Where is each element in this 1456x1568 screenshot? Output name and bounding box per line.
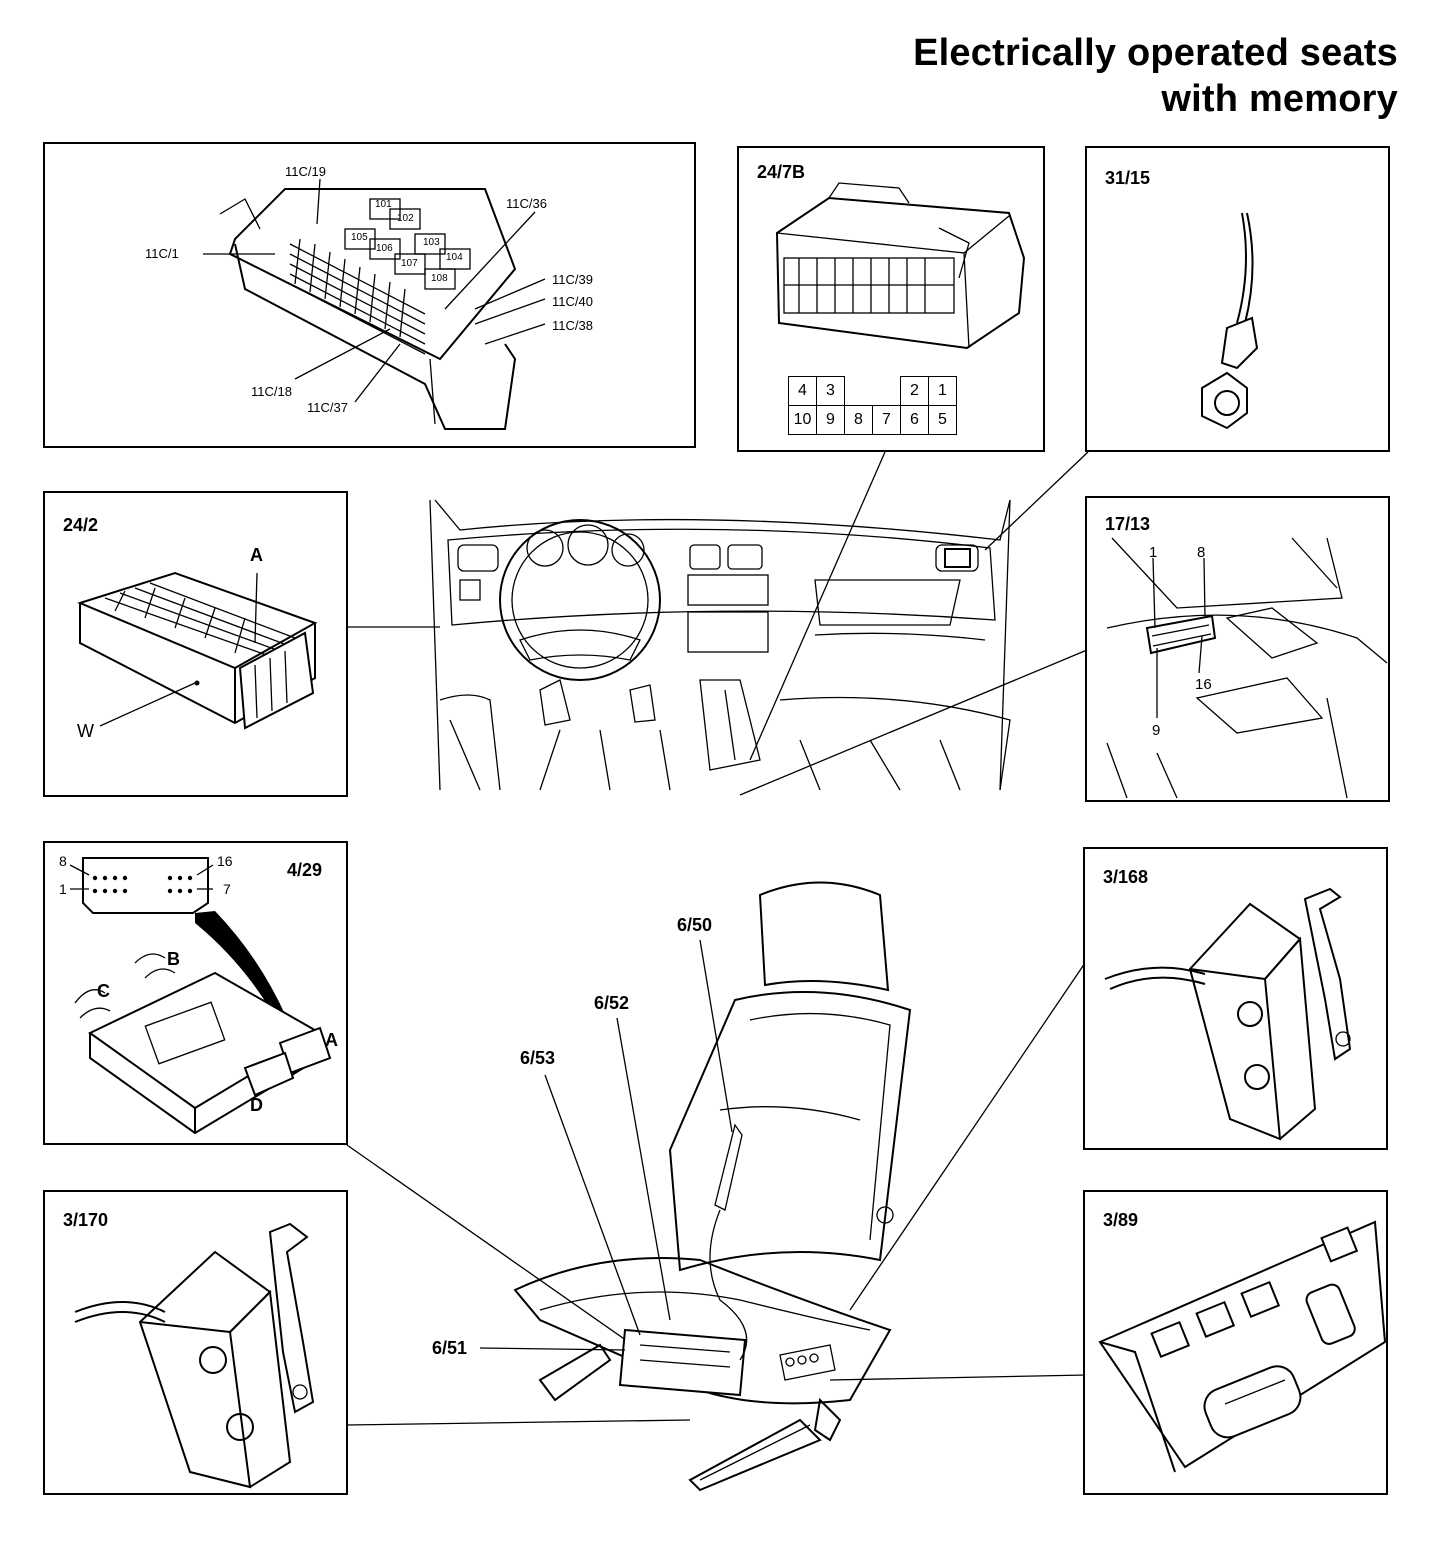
pin-cell: 8 (844, 405, 873, 435)
connector-a: A (325, 1030, 338, 1050)
switch-3-89-panel: 3/89 (1083, 1190, 1388, 1495)
module-24-2-panel: 24/2 A W (43, 491, 348, 797)
leader-lines (346, 451, 1089, 1426)
pin-cell: 10 (788, 405, 817, 435)
memory-switch-panel-drawing (1098, 1220, 1387, 1473)
pin-1-label: 1 (59, 881, 67, 897)
panel-label-17-13: 17/13 (1105, 514, 1151, 534)
control-unit-drawing (69, 857, 332, 1135)
module-drawing (77, 571, 318, 730)
label-11c-37: 11C/37 (307, 400, 348, 415)
fuse-box-drawing (203, 178, 546, 430)
connector-c: C (97, 981, 110, 1001)
pin-cell: 7 (872, 405, 901, 435)
switch-drawing (1104, 887, 1352, 1141)
relay-102: 102 (397, 213, 414, 224)
pin-cell: 1 (928, 376, 957, 406)
dashboard-drawing (429, 499, 1011, 791)
relay-101: 101 (375, 199, 392, 210)
label-11c-18: 11C/18 (251, 384, 292, 399)
ground-31-15-panel: 31/15 (1085, 146, 1390, 452)
seat-label-6-53: 6/53 (520, 1048, 556, 1068)
pin-cell: 6 (900, 405, 929, 435)
switch-drawing (74, 1222, 315, 1489)
diag-17-13-panel: 17/13 1 8 9 16 (1085, 496, 1390, 802)
switch-3-168-panel: 3/168 (1083, 847, 1388, 1150)
connector-24-7b-panel: 24/7B 4 3 2 1 10 9 8 7 6 5 (737, 146, 1045, 452)
seat-label-6-50: 6/50 (677, 915, 713, 935)
label-11c-39: 11C/39 (552, 272, 593, 287)
pin-1-label: 1 (1149, 544, 1158, 561)
label-11c-40: 11C/40 (552, 294, 593, 309)
pin-7-label: 7 (223, 881, 231, 897)
connector-d: D (250, 1095, 263, 1115)
switch-3-170-panel: 3/170 (43, 1190, 348, 1495)
title-line-1: Electrically operated seats (913, 32, 1398, 74)
panel-label-3-170: 3/170 (63, 1210, 109, 1230)
label-11c-38: 11C/38 (552, 318, 593, 333)
panel-label-4-29: 4/29 (287, 860, 323, 880)
fuse-box-panel: 11C/19 11C/36 11C/1 11C/39 11C/40 11C/38… (43, 142, 696, 448)
panel-label-3-89: 3/89 (1103, 1210, 1139, 1230)
panel-label-31-15: 31/15 (1105, 168, 1151, 188)
label-11c-19: 11C/19 (285, 164, 326, 179)
pin-9-label: 9 (1152, 722, 1161, 739)
obd-connector-drawing (1106, 537, 1388, 799)
title-line-2: with memory (1161, 78, 1398, 120)
fuse-rows (289, 238, 426, 355)
connector-b: B (167, 949, 180, 969)
pin-16-label: 16 (217, 853, 233, 869)
connector-drawing (775, 182, 1026, 350)
relay-107: 107 (401, 258, 418, 269)
seat-label-6-51: 6/51 (432, 1338, 468, 1358)
relay-108: 108 (431, 273, 448, 284)
pin-8-label: 8 (1197, 544, 1206, 561)
marker-a: A (250, 545, 263, 565)
label-11c-36: 11C/36 (506, 196, 547, 211)
seat-drawing (513, 881, 912, 1492)
marker-w: W (77, 721, 94, 741)
relay-105: 105 (351, 232, 368, 243)
panel-label-24-2: 24/2 (63, 515, 99, 535)
pin-layout-grid: 4 3 2 1 10 9 8 7 6 5 (788, 376, 957, 435)
ground-terminal-drawing (1201, 212, 1259, 430)
label-11c-1: 11C/1 (145, 246, 179, 261)
relay-104: 104 (446, 252, 463, 263)
panel-label-3-168: 3/168 (1103, 867, 1149, 887)
seat-label-6-52: 6/52 (594, 993, 630, 1013)
pin-cell: 5 (928, 405, 957, 435)
unit-4-29-panel: 4/29 8 16 1 7 A B C D (43, 841, 348, 1145)
panel-label-24-7b: 24/7B (757, 162, 806, 182)
relay-103: 103 (423, 237, 440, 248)
pin-8-label: 8 (59, 853, 67, 869)
page-title: Electrically operated seats with memory (913, 30, 1398, 122)
relay-106: 106 (376, 243, 393, 254)
pin-16-label: 16 (1195, 676, 1212, 693)
